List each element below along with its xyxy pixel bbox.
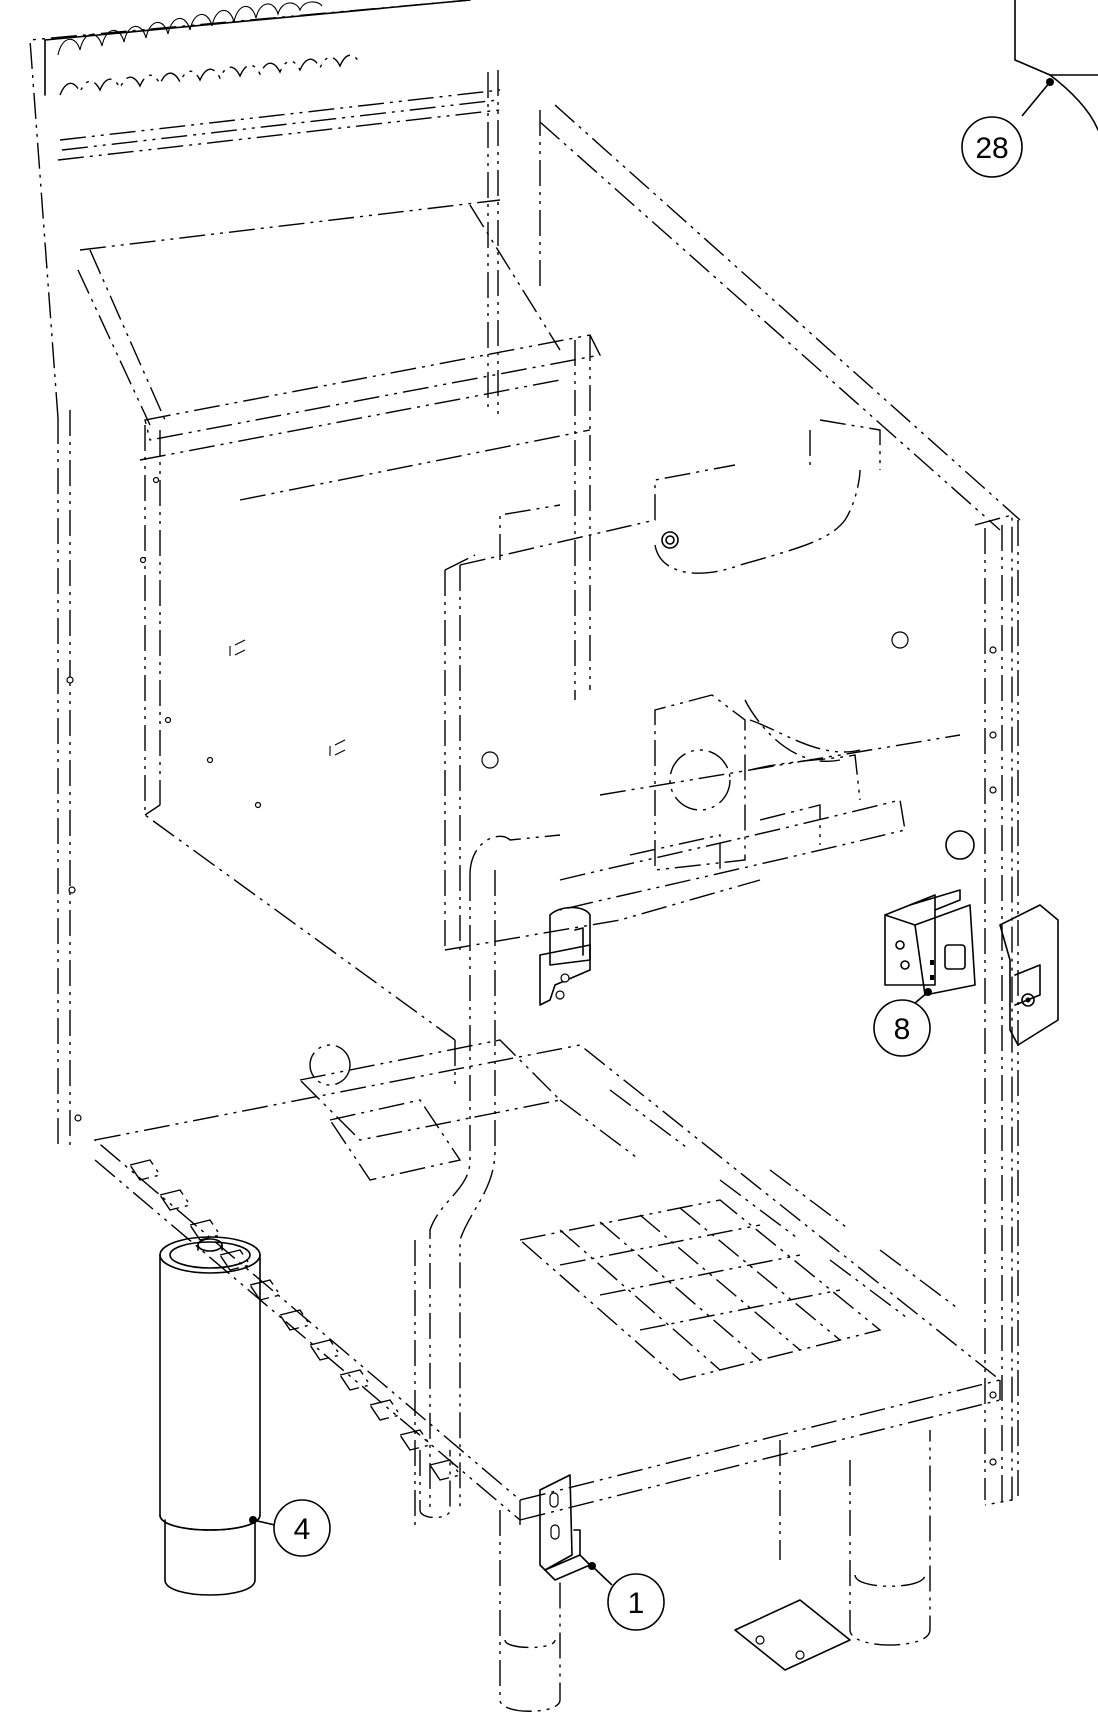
grate-slots [128, 1039, 961, 1481]
cabinet-frame [29, 0, 1021, 1505]
front-bracket [539, 927, 591, 1006]
pot-support [139, 334, 602, 700]
callout-1: 1 [588, 1562, 665, 1631]
callout-8-label: 8 [894, 1013, 911, 1046]
side-clip [999, 904, 1059, 1046]
base-grate [93, 1039, 1002, 1525]
control-module [884, 889, 976, 996]
left-side-panel [66, 425, 456, 1122]
burner-tray [44, 0, 471, 96]
callout-1-label: 1 [628, 1587, 645, 1620]
legs [419, 1430, 931, 1712]
component-upper-right [1014, 0, 1098, 131]
leg-bracket [539, 1474, 591, 1581]
leg-caster [159, 1236, 261, 1596]
right-side-panel [974, 514, 1013, 1506]
gas-manifold [559, 694, 975, 911]
callout-4: 4 [249, 1499, 331, 1557]
callout-28: 28 [961, 78, 1054, 178]
burner-box [444, 419, 909, 955]
callout-8: 8 [873, 988, 932, 1057]
callout-4-label: 4 [294, 1513, 311, 1546]
gas-pipe [414, 834, 591, 1530]
callout-28-label: 28 [975, 132, 1008, 165]
